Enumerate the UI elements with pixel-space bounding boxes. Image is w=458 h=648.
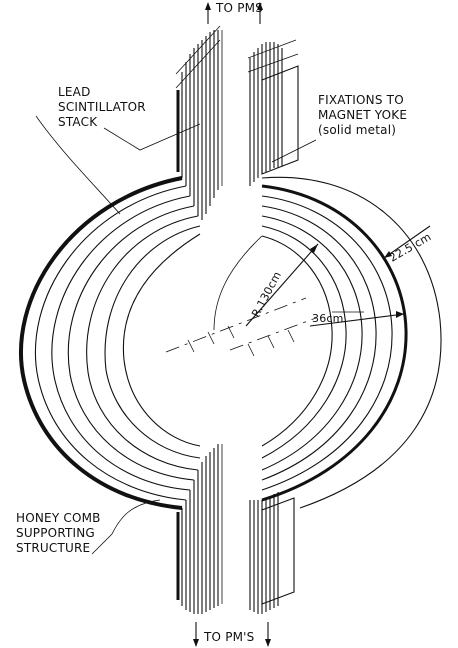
depth-dimension: 22.5 cm (383, 225, 433, 265)
fix-line-2: MAGNET YOKE (318, 108, 407, 122)
right-top-metal-plate (261, 65, 299, 175)
right-top-fixation-block (247, 39, 299, 186)
left-top-light-guides (175, 25, 223, 220)
depth-label: 22.5 cm (387, 230, 433, 264)
right-bottom-fixation-block (249, 492, 295, 614)
center-axes (165, 297, 317, 357)
radius-label: R.130cm (249, 269, 284, 319)
right-back-surface (261, 176, 442, 509)
fix-line-3: (solid metal) (318, 123, 396, 137)
to-pms-bottom-label: TO PM'S (203, 630, 255, 644)
to-pms-top-label: TO PMS (215, 1, 263, 15)
thickness-label: 36cm (312, 312, 344, 325)
top-pm-marker: TO PMS (205, 1, 263, 24)
lead-line-1: LEAD (58, 85, 91, 99)
left-half-stack (18, 25, 223, 614)
right-half-stack (213, 39, 442, 614)
fixations-annotation: FIXATIONS TO MAGNET YOKE (solid metal) (271, 93, 407, 163)
lead-line-2: SCINTILLATOR (58, 100, 146, 114)
thickness-dimension: 36cm (309, 311, 405, 327)
fix-line-1: FIXATIONS TO (318, 93, 404, 107)
honey-line-1: HONEY COMB (16, 511, 101, 525)
left-bottom-light-guides (176, 444, 223, 614)
honey-line-2: SUPPORTING (16, 526, 95, 540)
right-bottom-metal-plate (261, 497, 295, 605)
honey-line-3: STRUCTURE (16, 541, 90, 555)
lead-scintillator-annotation: LEAD SCINTILLATOR STACK (35, 85, 201, 215)
honeycomb-annotation: HONEY COMB SUPPORTING STRUCTURE (16, 499, 161, 555)
lead-line-3: STACK (58, 115, 98, 129)
bottom-pm-marker: TO PM'S (193, 622, 271, 647)
radius-dimension: R.130cm (245, 243, 319, 327)
left-honeycomb-arc (18, 176, 183, 510)
